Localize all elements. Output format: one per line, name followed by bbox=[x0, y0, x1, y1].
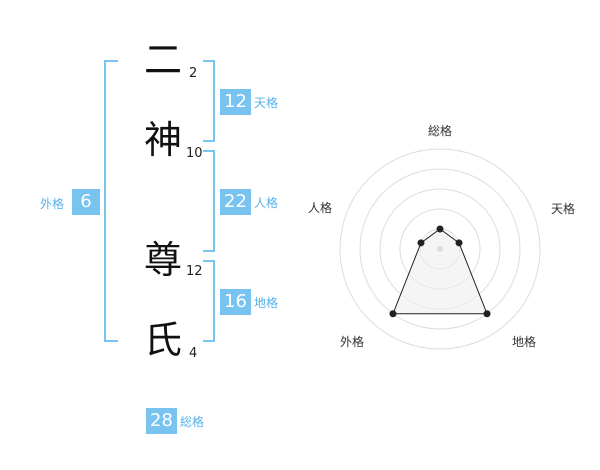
stroke-count-2: 10 bbox=[186, 146, 203, 161]
chikaku-score: 16 bbox=[220, 289, 251, 315]
jinkaku-bracket bbox=[203, 150, 215, 252]
name-char-4: 氏 bbox=[143, 318, 182, 362]
chikaku-bracket bbox=[203, 260, 215, 342]
soukaku-label: 総格 bbox=[180, 415, 205, 429]
radar-point-soukaku bbox=[436, 225, 444, 233]
stroke-count-1: 2 bbox=[189, 66, 198, 81]
radar-label-soukaku: 総格 bbox=[428, 123, 452, 138]
radar-ring bbox=[359, 168, 521, 330]
radar-label-gaikaku: 外格 bbox=[340, 334, 364, 349]
soukaku-score: 28 bbox=[146, 408, 177, 434]
radar-point-gaikaku bbox=[389, 310, 397, 318]
radar-area bbox=[392, 228, 488, 315]
name-char-3: 尊 bbox=[143, 238, 182, 282]
radar-center-dot bbox=[437, 246, 443, 252]
radar-ring bbox=[339, 148, 541, 350]
jinkaku-label: 人格 bbox=[254, 196, 279, 210]
name-char-1: 二 bbox=[143, 38, 182, 82]
radar-label-tenkaku: 天格 bbox=[551, 201, 575, 216]
radar-label-jinkaku: 人格 bbox=[308, 200, 332, 215]
stroke-count-3: 12 bbox=[186, 264, 203, 279]
stroke-count-4: 4 bbox=[189, 346, 198, 361]
gaikaku-bracket bbox=[104, 60, 118, 342]
name-char-2: 神 bbox=[143, 118, 182, 162]
radar-point-chikaku bbox=[483, 310, 491, 318]
radar-point-tenkaku bbox=[455, 239, 463, 247]
radar-point-jinkaku bbox=[417, 239, 425, 247]
jinkaku-score: 22 bbox=[220, 189, 251, 215]
tenkaku-bracket bbox=[203, 60, 215, 142]
radar-label-chikaku: 地格 bbox=[512, 334, 536, 349]
gaikaku-score: 6 bbox=[72, 189, 100, 215]
gaikaku-label: 外格 bbox=[40, 197, 65, 211]
tenkaku-label: 天格 bbox=[254, 96, 279, 110]
chikaku-label: 地格 bbox=[254, 296, 279, 310]
tenkaku-score: 12 bbox=[220, 89, 251, 115]
